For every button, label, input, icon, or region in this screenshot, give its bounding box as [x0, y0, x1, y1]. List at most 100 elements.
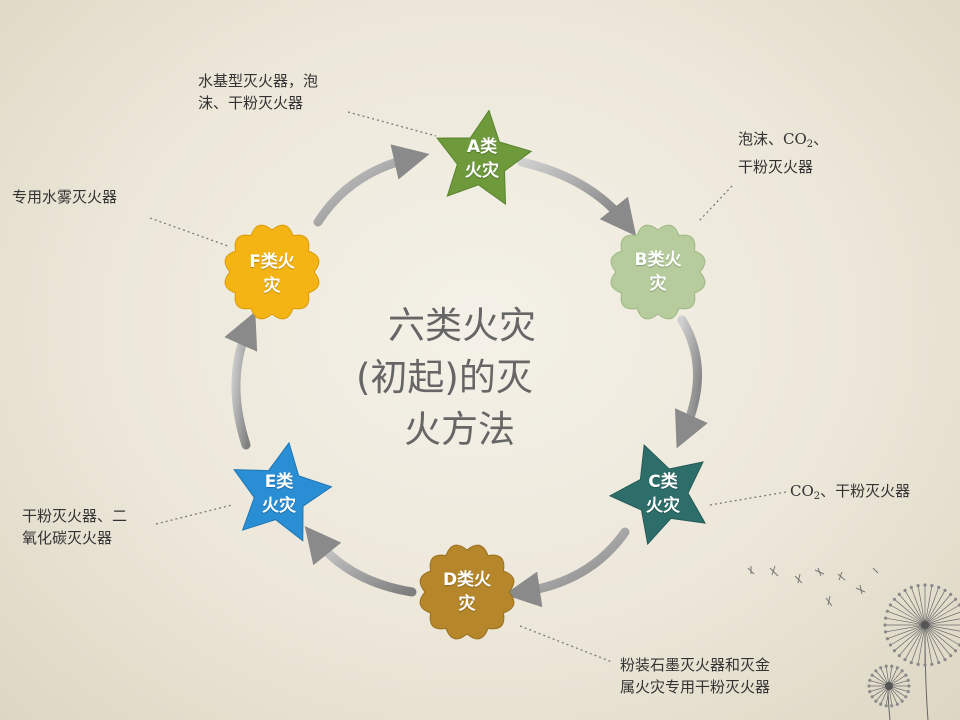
dandelion-seed-strand	[924, 624, 960, 639]
dandelion-seed-tip	[884, 616, 888, 620]
method-f: 专用水雾灭火器	[12, 186, 117, 208]
node-a-label: A类 火灾	[450, 135, 514, 183]
method-a-line1: 水基型灭火器，泡	[198, 72, 319, 90]
floating-seeds	[747, 565, 879, 607]
dandelion-seed-tip	[884, 704, 888, 708]
dandelion-seed-strand	[924, 624, 946, 660]
leader-lines	[149, 111, 787, 663]
dandelion-seed-strand	[924, 590, 946, 626]
node-c-star-shape	[608, 444, 707, 546]
dandelion-head-small	[867, 664, 911, 708]
dandelion-seed-tip	[883, 623, 887, 627]
dandelion-seed-strand	[904, 590, 926, 626]
arrow-b-to-c	[674, 315, 708, 449]
dandelion-seed-strand	[924, 624, 960, 632]
method-e-line1: 干粉灭火器、二	[22, 507, 128, 525]
dandelion-seed-tip	[904, 673, 908, 677]
dandelion-seed-strand	[924, 594, 951, 626]
node-d-label-line1: D类火	[442, 570, 492, 590]
dandelion-seed-strand	[904, 624, 926, 660]
leader-e	[155, 504, 233, 525]
dandelion-seed-tip	[906, 678, 910, 683]
dandelion-seed-strand	[885, 624, 926, 633]
method-b-line1: 泡沫、CO2、	[738, 128, 828, 156]
node-a-star-shape	[436, 109, 533, 206]
dandelion-seed-strand	[924, 624, 960, 646]
node-d	[419, 544, 515, 640]
method-c-pre: CO	[790, 482, 814, 500]
arrow-f-to-a	[313, 144, 430, 227]
dandelion-seed-strand	[885, 617, 926, 626]
dandelion-seed-tip	[937, 585, 941, 590]
dandelion-seed-strand	[924, 587, 940, 626]
dandelion-seed-tip	[870, 673, 874, 677]
dandelion-decoration	[747, 565, 960, 720]
dandelion-seed-tip	[897, 654, 901, 658]
method-e: 干粉灭火器、二 氧化碳灭火器	[22, 505, 127, 549]
node-b	[610, 224, 706, 320]
method-b-co2-subscript: 2	[806, 139, 814, 150]
dandelion-seed-strand	[899, 624, 926, 656]
node-f-label: F类火 灾	[240, 250, 304, 298]
method-c-line1: CO2、干粉灭火器	[790, 480, 910, 508]
node-c	[608, 444, 707, 546]
method-e-line2: 氧化碳灭火器	[22, 529, 113, 547]
method-c-co2-subscript: 2	[813, 491, 821, 502]
dandelion-seed-strand	[890, 604, 926, 626]
dandelion-seed-strand	[924, 624, 951, 656]
arrow-e-to-f	[224, 311, 258, 450]
method-f-line1: 专用水雾灭火器	[12, 188, 118, 206]
dandelion-seed-tip	[930, 584, 934, 588]
dandelion-center	[885, 682, 893, 690]
method-a: 水基型灭火器，泡 沫、干粉灭火器	[198, 70, 318, 114]
node-e-star-shape	[233, 441, 333, 542]
method-a-line2: 沫、干粉灭火器	[198, 94, 304, 112]
dandelion-seed-strand	[924, 599, 956, 626]
dandelion-seed-strand	[887, 624, 926, 640]
center-title-line3: 火方法	[404, 408, 515, 451]
dandelion-seed-tip	[903, 658, 907, 662]
node-e-label-line2: 火灾	[262, 496, 296, 516]
dandelion-seed-tip	[903, 588, 907, 593]
leader-b	[697, 185, 733, 223]
dandelion-seed-tip	[888, 643, 893, 647]
dandelion-seed-tip	[954, 649, 958, 653]
dandelion-seed-tip	[930, 662, 934, 667]
dandelion-seed-tip	[890, 704, 894, 708]
cycle-arrows	[224, 144, 708, 608]
method-b-line2: 干粉灭火器	[738, 158, 814, 176]
dandelion-seed-tip	[874, 699, 878, 703]
dandelion-seed-tip	[906, 690, 910, 694]
dandelion-seed-tip	[937, 661, 941, 665]
dandelion-seed-tip	[923, 583, 927, 587]
dandelion-seed-tip	[879, 702, 883, 706]
dandelion-seed-strand	[910, 587, 926, 626]
dandelion-seed-tip	[897, 592, 901, 597]
node-d-flower-shape	[419, 544, 515, 640]
leader-a	[347, 111, 437, 137]
method-c: CO2、干粉灭火器	[790, 480, 910, 508]
center-title-line2: (初起)的灭	[356, 356, 533, 399]
node-d-label: D类火 灾	[435, 568, 499, 616]
method-b-line1-post: 、	[813, 130, 829, 148]
dandelion-seed-tip	[879, 666, 883, 670]
node-f-label-line2: 灾	[263, 276, 281, 296]
dandelion-seed-strand	[894, 624, 926, 651]
node-a	[436, 109, 533, 206]
node-b-flower-shape	[610, 224, 706, 320]
center-title-line1: 六类火灾	[388, 304, 536, 347]
node-a-label-line1: A类	[466, 137, 498, 157]
dandelion-seed-tip	[884, 664, 888, 668]
dandelion-seed-tip	[892, 597, 897, 601]
arrow-d-to-e	[304, 526, 417, 597]
method-c-post: 、干粉灭火器	[820, 482, 911, 500]
node-f-label-line1: F类火	[249, 252, 295, 272]
dandelion-seed-tip	[890, 664, 894, 668]
dandelion-seed-tip	[923, 663, 927, 667]
dandelion-seed-strand	[924, 624, 956, 651]
dandelion-seed-strand	[924, 604, 960, 626]
dandelion-seed-tip	[874, 669, 878, 673]
dandelion-seed-tip	[868, 690, 872, 694]
leader-f	[149, 217, 229, 247]
node-b-label-line2: 灾	[649, 274, 667, 294]
